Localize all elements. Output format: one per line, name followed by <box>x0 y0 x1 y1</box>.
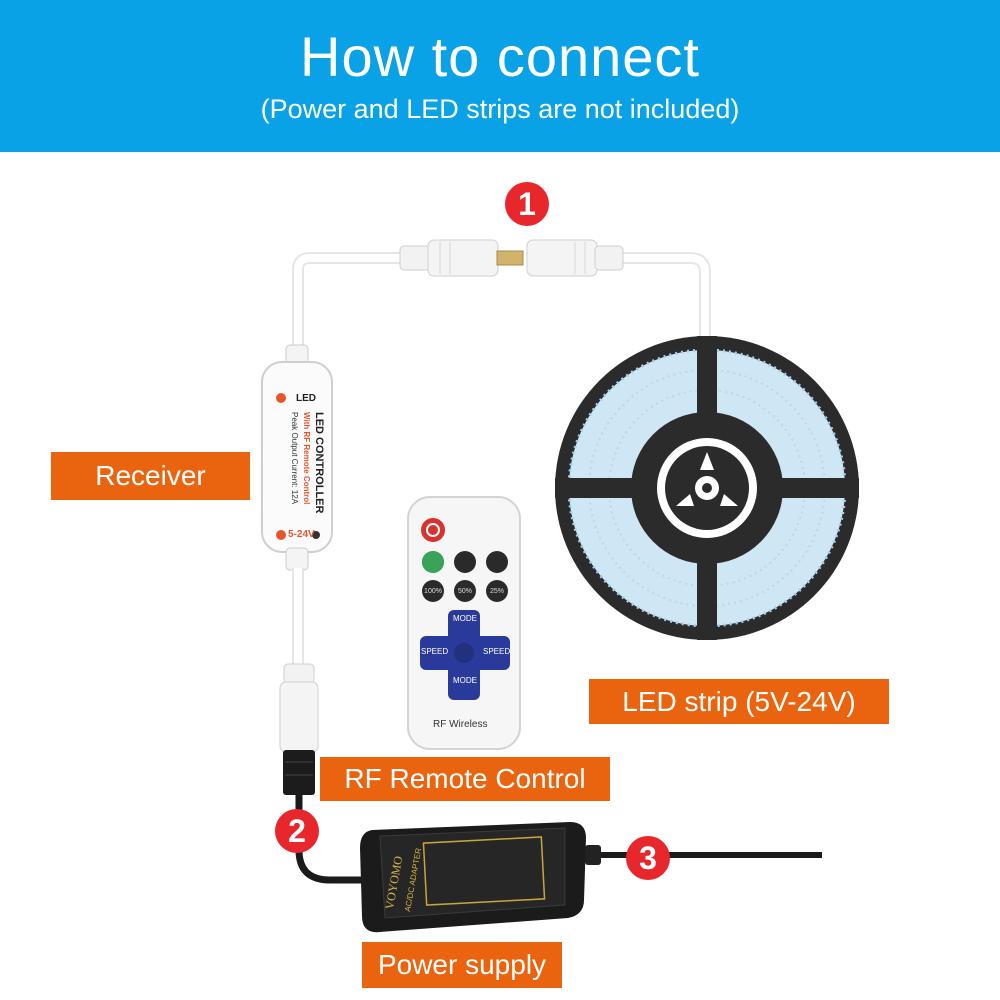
remote-button-100[interactable]: 100% <box>422 580 444 602</box>
receiver-controller <box>261 344 333 571</box>
cable-right <box>614 252 711 341</box>
remote-button-power-green[interactable] <box>422 551 444 573</box>
dc-male-connector <box>399 239 524 277</box>
dc-female-connector <box>526 239 624 277</box>
receiver-rf-text: With RF Remote Control <box>302 412 311 505</box>
dc-lower-connector <box>279 663 319 795</box>
receiver-label: Receiver <box>51 452 250 500</box>
led-strip-reel <box>555 336 859 640</box>
remote-button-50[interactable]: 50% <box>454 580 476 602</box>
step-2-badge: 2 <box>275 809 319 853</box>
cable-left <box>292 252 411 366</box>
rf-remote <box>407 496 521 750</box>
receiver-led-label: LED <box>296 393 316 404</box>
page-title: How to connect <box>300 25 700 88</box>
page-subtitle: (Power and LED strips are not included) <box>260 94 740 124</box>
remote-speed-left[interactable]: SPEED <box>421 647 449 656</box>
remote-speed-right[interactable]: SPEED <box>483 647 511 656</box>
receiver-current-text: Peak Output Current: 12A <box>290 412 299 505</box>
step-1-badge: 1 <box>505 182 549 226</box>
power-adapter: VOYOMO AC/DC ADAPTER <box>360 822 586 933</box>
receiver-title-text: LED CONTROLLER <box>313 412 325 514</box>
remote-button-brightness-down[interactable] <box>486 551 508 573</box>
led-strip-label: LED strip (5V-24V) <box>589 679 889 724</box>
remote-mode-up[interactable]: MODE <box>453 614 477 623</box>
header-banner: How to connect (Power and LED strips are… <box>0 0 1000 152</box>
remote-label: RF Remote Control <box>320 757 610 801</box>
remote-button-brightness-up[interactable] <box>454 551 476 573</box>
step-3-badge: 3 <box>626 836 670 880</box>
power-supply-label: Power supply <box>362 942 562 988</box>
remote-button-25[interactable]: 25% <box>486 580 508 602</box>
remote-brand-text: RF Wireless <box>433 719 488 730</box>
receiver-voltage-label: 5-24V <box>288 529 315 540</box>
remote-mode-down[interactable]: MODE <box>453 676 477 685</box>
